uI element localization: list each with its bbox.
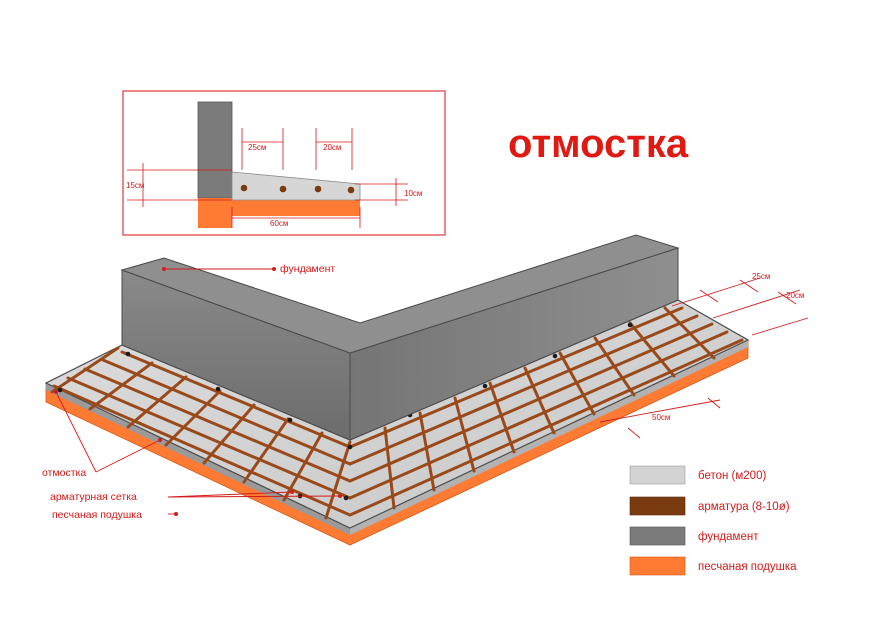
- inset-cross-section: 25см 20см 15см 10см 60см: [122, 90, 446, 236]
- inset-sand-under-wall: [198, 198, 232, 228]
- inset-dim-25: 25см: [248, 143, 266, 152]
- legend-label-foundation: фундамент: [698, 531, 759, 543]
- inset-dim-10: 10см: [404, 189, 422, 198]
- inset-rebar-dot: [314, 185, 322, 193]
- inset-frame: [122, 90, 446, 236]
- legend-label-rebar: арматура (8-10ø): [698, 501, 790, 513]
- leader-dots: [54, 267, 342, 516]
- inset-sand-layer: [232, 200, 360, 216]
- foundation-wall-top: [120, 234, 680, 354]
- leader-lines: [55, 268, 809, 515]
- legend: бетон (м200) арматура (8-10ø) фундамент …: [629, 465, 797, 576]
- inset-foundation-wall: [197, 101, 233, 199]
- inset-dim-60: 60см: [270, 219, 288, 228]
- slab-right-edge: [350, 340, 748, 535]
- inset-rebar-dot: [279, 185, 287, 193]
- legend-swatch-concrete: [629, 465, 686, 485]
- inset-dimension-lines: [127, 128, 408, 228]
- legend-label-concrete: бетон (м200): [698, 470, 766, 482]
- inset-dim-20: 20см: [323, 143, 341, 152]
- page-title: отмостка: [508, 122, 689, 166]
- inset-rebar-dot: [240, 184, 248, 192]
- legend-label-sand: песчаная подушка: [698, 561, 797, 573]
- label-rebar-mesh: арматурная сетка: [50, 491, 137, 503]
- legend-swatch-rebar: [629, 496, 686, 516]
- main-illustration: фундамент отмостка арматурная сетка песч…: [42, 234, 809, 546]
- label-sand-cushion: песчаная подушка: [52, 509, 142, 521]
- dim-50: 50см: [652, 413, 670, 422]
- label-otmostka: отмостка: [42, 467, 86, 479]
- dim-25: 25см: [752, 272, 770, 281]
- inset-dim-15: 15см: [126, 181, 144, 190]
- legend-swatch-foundation: [629, 526, 686, 546]
- label-foundation: фундамент: [280, 263, 335, 275]
- slab-front-edge: [46, 383, 350, 535]
- rebar-mesh: [50, 306, 744, 520]
- legend-swatch-sand: [629, 556, 686, 576]
- dim-20: 20см: [786, 291, 804, 300]
- inset-rebar-dot: [347, 186, 355, 194]
- inset-concrete-slab: [231, 171, 361, 201]
